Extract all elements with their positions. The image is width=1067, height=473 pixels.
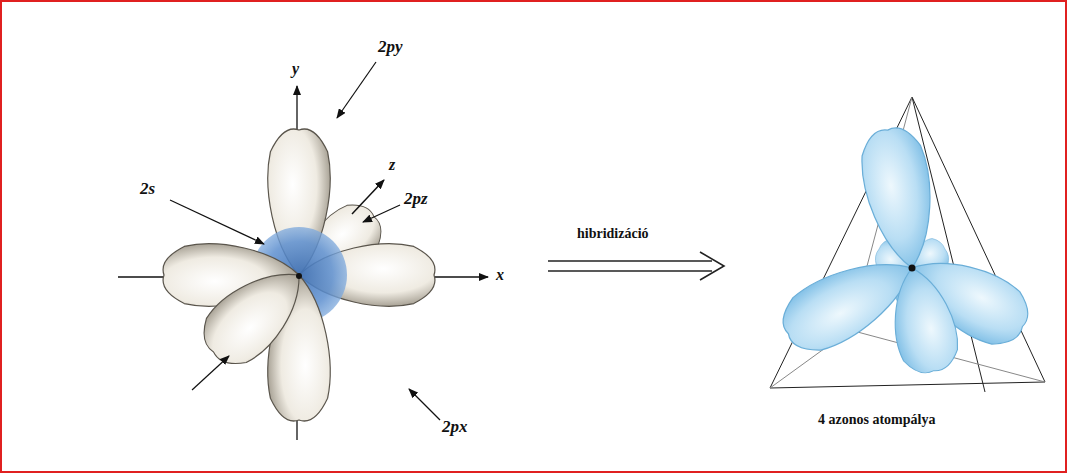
orbital-label: 2py: [378, 38, 403, 57]
caption-label: 4 azonos atompálya: [818, 412, 935, 427]
orbital-label: 2pz: [404, 190, 428, 209]
axis-label: y: [292, 60, 299, 78]
axis-label: z: [389, 156, 395, 174]
axis-label: x: [496, 266, 504, 284]
orbital-label: 2s: [140, 180, 155, 199]
orbital-label: 2px: [442, 418, 468, 437]
process-label: hibridizáció: [577, 226, 649, 241]
